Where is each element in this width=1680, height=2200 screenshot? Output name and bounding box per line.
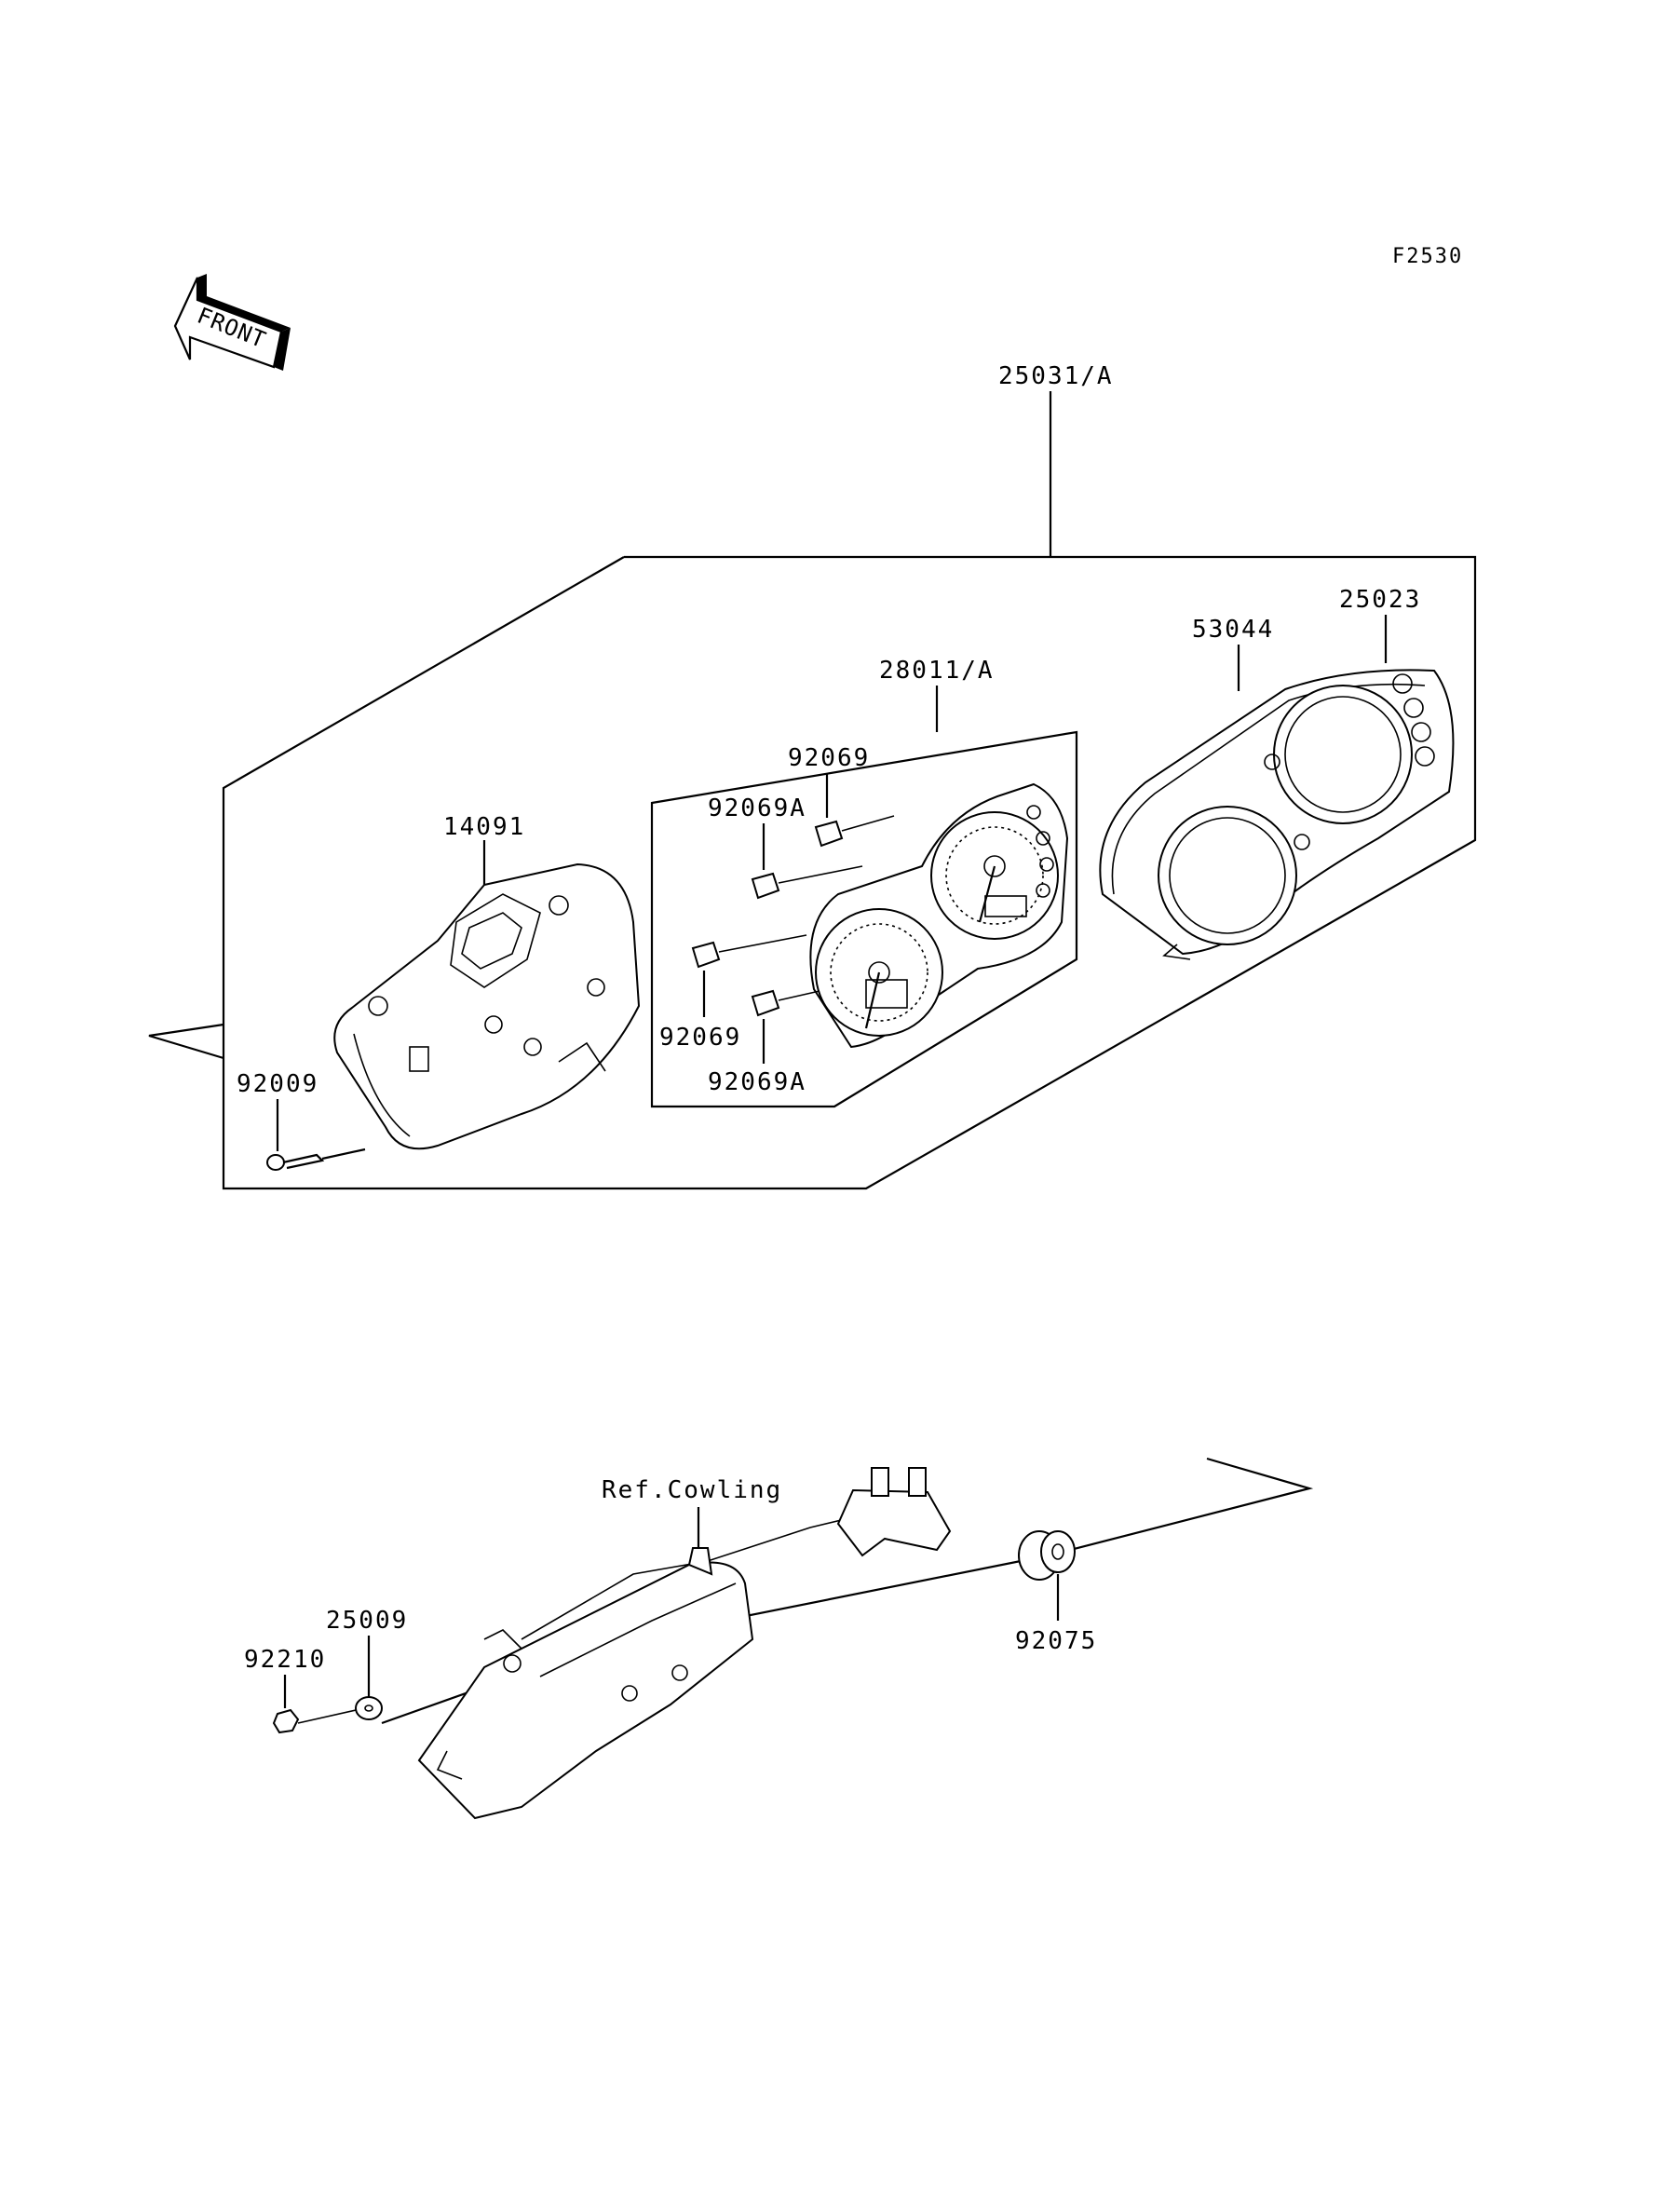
assembly-boundary [222, 555, 1477, 1190]
meter-bracket-part [417, 1467, 952, 1820]
label-screw: 92009 [237, 1070, 318, 1098]
front-arrow-icon: FRONT [173, 274, 291, 371]
meter-unit-part [809, 782, 1069, 1049]
label-bolt-a-bottom: 92069A [708, 1068, 806, 1096]
washer-part [355, 1696, 383, 1720]
screw-part [266, 1148, 366, 1171]
bolt-part-a-top [751, 865, 863, 900]
label-lens: 25023 [1339, 586, 1421, 614]
label-bolt-bottom: 92069 [659, 1024, 741, 1052]
bolt-part-a-bottom [751, 989, 820, 1017]
meter-case-part [333, 862, 641, 1150]
bolt-part-bottom [691, 934, 807, 969]
label-meter-unit: 28011/A [879, 657, 995, 685]
damper-part [1018, 1530, 1076, 1581]
bracket-boundary-right [1048, 1457, 1314, 1557]
label-meter-assy: 25031/A [998, 362, 1114, 390]
label-bolt-top: 92069 [788, 744, 870, 772]
meter-unit-boundary [650, 730, 1078, 1108]
nut-part [272, 1708, 357, 1734]
label-nut: 92210 [244, 1646, 326, 1674]
label-damper: 92075 [1015, 1627, 1097, 1655]
label-bolt-a-top: 92069A [708, 794, 806, 822]
label-ref-cowling: Ref.Cowling [602, 1476, 782, 1504]
meter-cover-lens-part [1099, 669, 1455, 960]
label-washer: 25009 [326, 1607, 408, 1635]
assembly-boundary-notch [148, 1023, 224, 1060]
bolt-part-top [814, 815, 895, 848]
label-cover: 53044 [1192, 616, 1274, 644]
diagram-code: F2530 [1392, 245, 1463, 268]
label-case: 14091 [443, 813, 525, 841]
